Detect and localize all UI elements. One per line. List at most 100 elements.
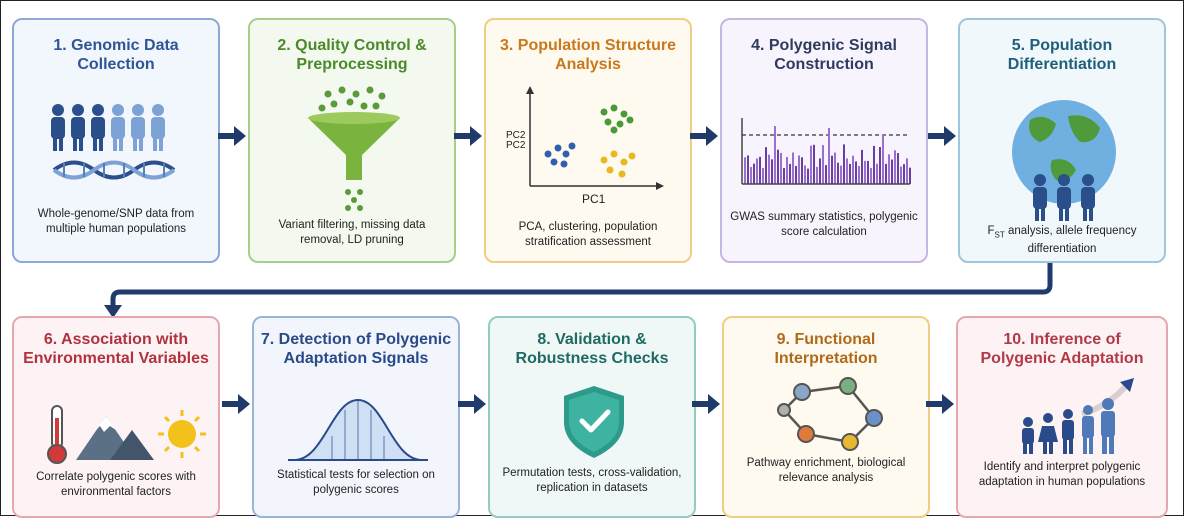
manhattan-bar	[843, 144, 845, 184]
step-3-desc: PCA, clustering, population stratificati…	[518, 221, 658, 248]
manhattan-bar	[777, 149, 779, 184]
manhattan-bar	[828, 128, 830, 184]
step-1-title: 1. Genomic Data Collection	[53, 37, 179, 73]
manhattan-bar	[759, 156, 761, 184]
manhattan-bar	[744, 157, 746, 184]
manhattan-bar	[900, 166, 902, 184]
manhattan-bar	[891, 159, 893, 184]
manhattan-bar	[792, 152, 794, 184]
pca-ylabel-1: PC2	[506, 130, 526, 141]
step-4-box: 4. Polygenic Signal Construction GWAS su…	[720, 18, 928, 263]
manhattan-bar	[837, 162, 839, 184]
manhattan-bar	[765, 147, 767, 184]
manhattan-bar	[882, 134, 884, 184]
manhattan-bar	[870, 167, 872, 184]
thermometer-icon	[47, 405, 67, 464]
manhattan-bar	[822, 145, 824, 184]
step-6-desc: Correlate polygenic scores with environm…	[36, 471, 196, 498]
manhattan-bar	[894, 150, 896, 184]
arrow-9-10	[926, 394, 954, 414]
manhattan-bar	[801, 157, 803, 184]
manhattan-bar	[756, 158, 758, 184]
step-10-desc: Identify and interpret polygenic adaptat…	[978, 461, 1146, 488]
step-4-desc: GWAS summary statistics, polygenic score…	[730, 211, 918, 238]
arrow-6-7	[222, 394, 250, 414]
manhattan-bar	[888, 154, 890, 184]
people-dna-icon	[51, 104, 176, 180]
manhattan-bar	[774, 126, 776, 184]
step-3-box: 3. Population Structure Analysis PC2 PC2…	[484, 18, 692, 263]
step-6-title: 6. Association with Environmental Variab…	[23, 331, 209, 367]
manhattan-bar	[873, 145, 875, 184]
bell-curve-icon	[288, 398, 428, 461]
step-4-title: 4. Polygenic Signal Construction	[751, 37, 897, 73]
arrow-3-4	[690, 126, 718, 146]
mountain-icon	[76, 416, 154, 460]
step-6-box: 6. Association with Environmental Variab…	[12, 316, 220, 518]
step-1-desc: Whole-genome/SNP data from multiple huma…	[37, 208, 195, 235]
step-10-box: 10. Inference of Polygenic Adaptation Id…	[956, 316, 1168, 518]
manhattan-bar	[798, 155, 800, 184]
step-5-box: 5. Population Differentiation FST analys…	[958, 18, 1166, 263]
globe-people-icon	[1012, 100, 1116, 221]
manhattan-bar	[906, 158, 908, 184]
manhattan-bar	[876, 163, 878, 184]
manhattan-bars	[744, 126, 911, 184]
step-9-title: 9. Functional Interpretation	[774, 331, 878, 367]
manhattan-bar	[762, 167, 764, 184]
manhattan-bar	[786, 157, 788, 184]
manhattan-bar	[747, 155, 749, 184]
pca-ylabel-2: PC2	[506, 140, 526, 151]
step-5-title: 5. Population Differentiation	[1007, 37, 1117, 73]
manhattan-bar	[789, 163, 791, 184]
step-7-title: 7. Detection of Polygenic Adaptation Sig…	[260, 331, 452, 367]
manhattan-bar	[846, 158, 848, 184]
manhattan-bar	[783, 168, 785, 184]
manhattan-bar	[780, 152, 782, 184]
arrow-4-5	[928, 126, 956, 146]
step-10-title: 10. Inference of Polygenic Adaptation	[980, 331, 1144, 367]
arrow-2-3	[454, 126, 482, 146]
manhattan-bar	[804, 165, 806, 184]
manhattan-bar	[897, 153, 899, 184]
manhattan-bar	[867, 160, 869, 184]
pca-plot-icon: PC2 PC2 PC1	[506, 86, 664, 206]
step-2-box: 2. Quality Control & Preprocessing Varia…	[248, 18, 456, 263]
shield-check-icon	[564, 386, 624, 458]
step-2-title: 2. Quality Control & Preprocessing	[277, 37, 427, 73]
step-5-desc: FST analysis, allele frequency different…	[968, 224, 1156, 257]
manhattan-bar	[903, 164, 905, 184]
manhattan-bar	[768, 154, 770, 184]
manhattan-bar	[834, 152, 836, 184]
step-7-box: 7. Detection of Polygenic Adaptation Sig…	[252, 316, 460, 518]
step-9-box: 9. Functional Interpretation Pathway enr…	[722, 316, 930, 518]
step-2-desc: Variant filtering, missing data removal,…	[278, 219, 426, 246]
manhattan-bar	[879, 147, 881, 184]
manhattan-bar	[753, 163, 755, 184]
manhattan-bar	[852, 155, 854, 184]
step-8-desc: Permutation tests, cross-validation, rep…	[502, 467, 682, 494]
manhattan-bar	[819, 158, 821, 184]
network-icon	[777, 377, 883, 451]
environment-icon	[47, 405, 206, 464]
manhattan-bar	[771, 159, 773, 184]
step-8-box: 8. Validation & Robustness Checks Permut…	[488, 316, 696, 518]
manhattan-bar	[885, 163, 887, 184]
arrow-8-9	[692, 394, 720, 414]
sun-icon	[158, 410, 206, 458]
manhattan-bar	[825, 165, 827, 184]
step-9-desc: Pathway enrichment, biological relevance…	[746, 457, 906, 484]
arrow-1-2	[218, 126, 246, 146]
funnel-icon	[308, 86, 400, 211]
step-3-title: 3. Population Structure Analysis	[499, 37, 676, 73]
manhattan-bar	[855, 161, 857, 184]
people-trend-icon	[1022, 378, 1134, 454]
manhattan-bar	[807, 168, 809, 184]
manhattan-bar	[858, 166, 860, 184]
manhattan-bar	[831, 155, 833, 184]
manhattan-bar	[840, 165, 842, 184]
manhattan-bar	[750, 166, 752, 184]
manhattan-bar	[909, 167, 911, 184]
manhattan-bar	[849, 163, 851, 184]
step-1-box: 1. Genomic Data Collection Whole-genome/…	[12, 18, 220, 263]
